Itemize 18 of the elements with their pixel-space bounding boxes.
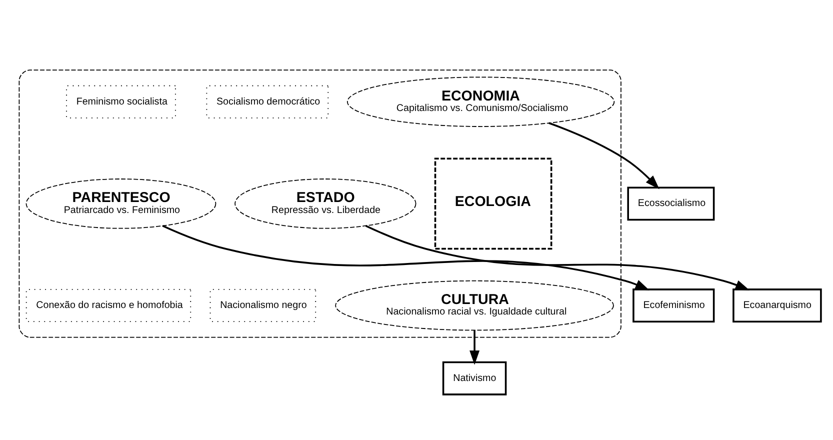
node-box: Ecossocialismo	[627, 186, 715, 220]
node-ellipse: ESTADO Repressão vs. Liberdade	[234, 178, 416, 228]
node-box: Ecofeminismo	[632, 288, 715, 322]
node-box: Socialismo democrático	[206, 84, 329, 118]
node-box: Ecoanarquismo	[732, 288, 822, 322]
node-box: Conexão do racismo e homofobia	[26, 288, 192, 322]
node-box: Feminismo socialista	[66, 84, 176, 118]
node-box: Nacionalismo negro	[210, 288, 316, 322]
arrow	[162, 224, 650, 290]
arrow	[365, 224, 750, 290]
node-ellipse: PARENTESCO Patriarcado vs. Feminismo	[26, 178, 216, 228]
arrow	[548, 122, 660, 189]
node-box: Nativismo	[442, 360, 507, 395]
node-ellipse: CULTURA Nacionalismo racial vs. Igualdade cultural	[335, 280, 614, 330]
cluster	[18, 69, 622, 338]
node-box: ECOLOGIA	[434, 157, 552, 250]
node-ellipse: ECONOMIA Capitalismo vs. Comunismo/Socialismo	[346, 76, 615, 126]
arrow	[470, 330, 480, 364]
